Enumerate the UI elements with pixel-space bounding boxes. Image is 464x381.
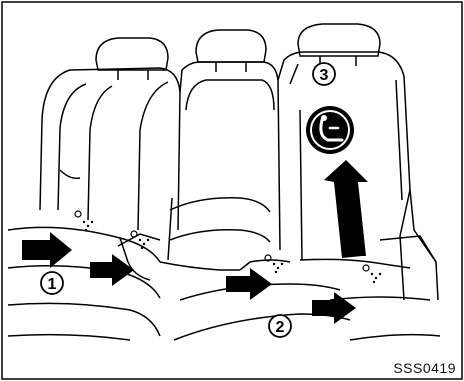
callout-2: 2 xyxy=(269,315,291,337)
callout-3-label: 3 xyxy=(320,67,329,84)
callout-3: 3 xyxy=(313,63,335,85)
child-seat-anchor-symbol-icon xyxy=(306,106,354,154)
figure-code: SSS0419 xyxy=(393,360,456,376)
callout-1: 1 xyxy=(41,272,63,294)
callout-1-label: 1 xyxy=(48,276,57,293)
callout-2-label: 2 xyxy=(276,319,285,336)
